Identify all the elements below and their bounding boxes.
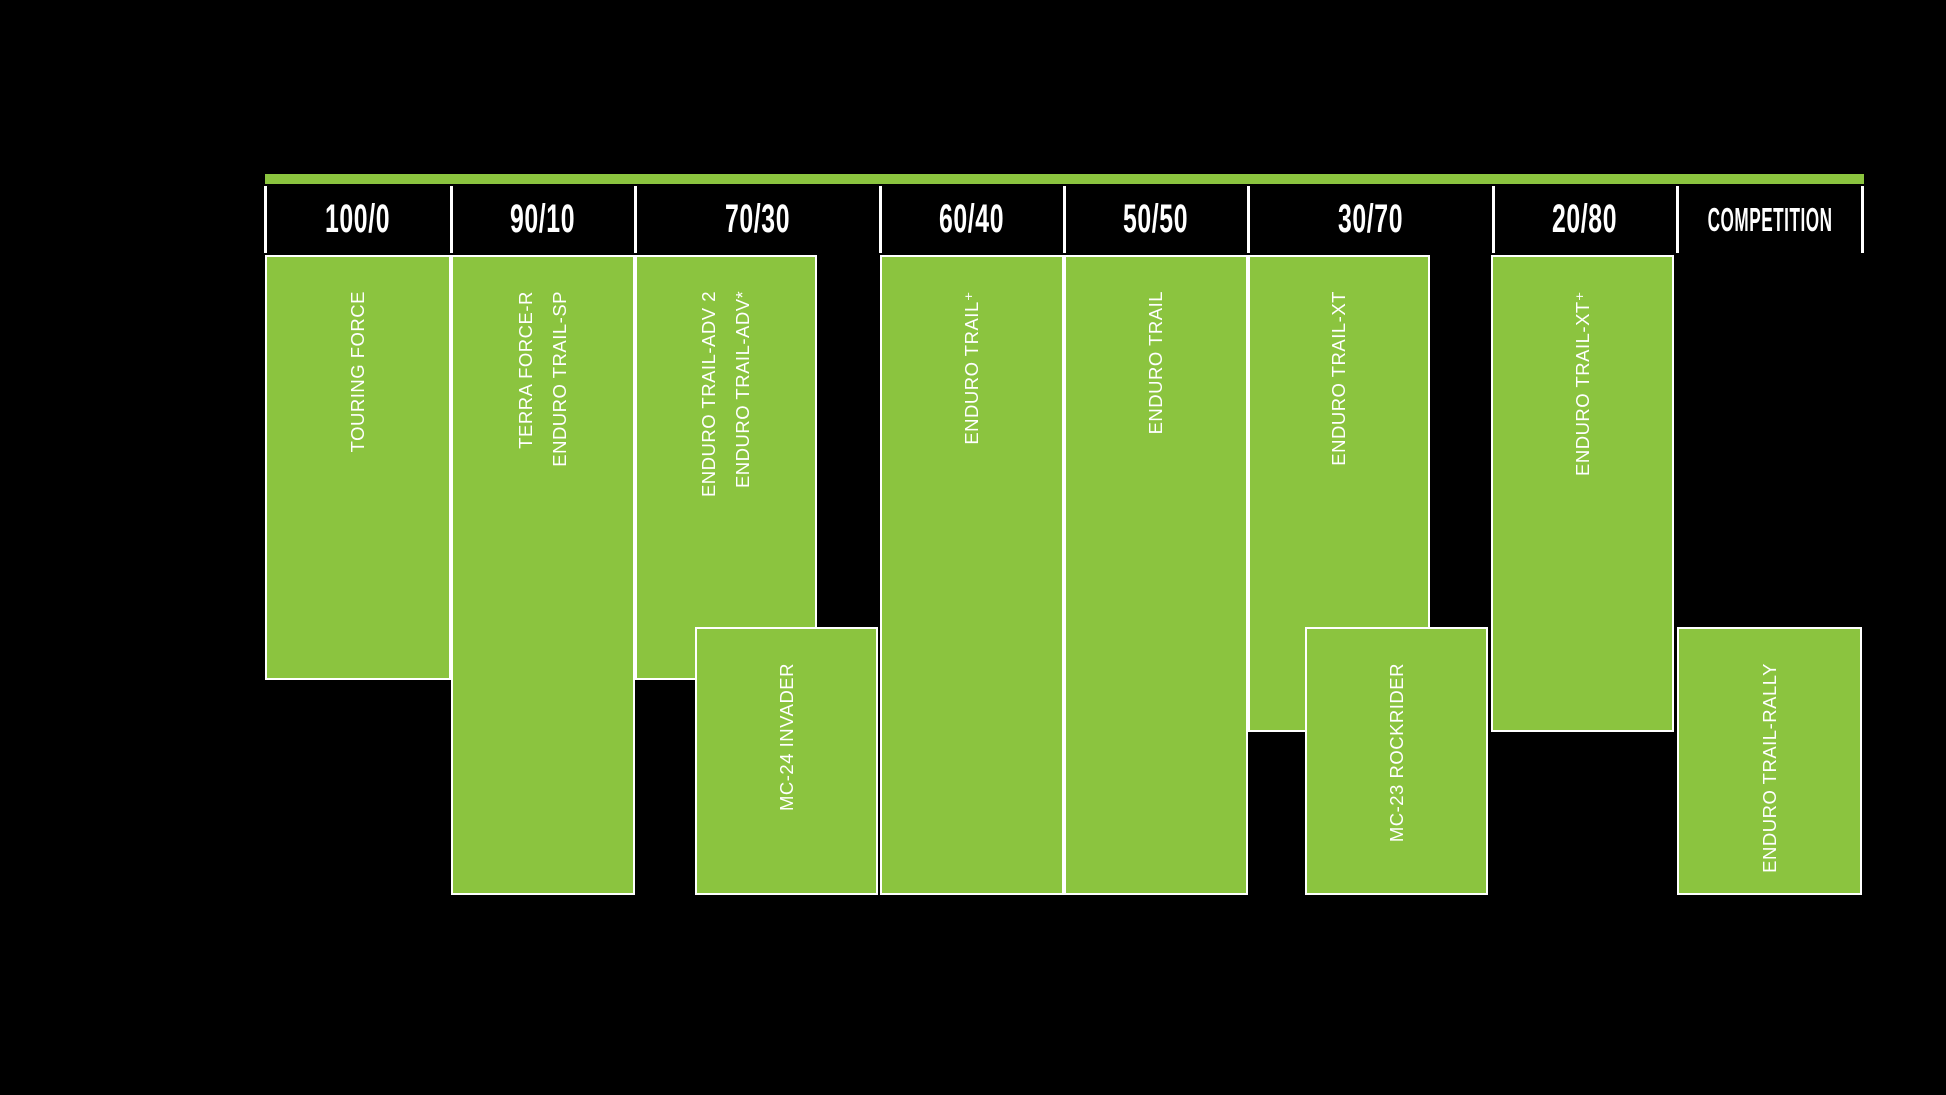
product-label: TOURING FORCE (347, 291, 368, 453)
product-block-mc-23-rockrider: MC-23 ROCKRIDER (1305, 627, 1488, 895)
column-header-label: 70/30 (724, 197, 791, 241)
product-label: ENDURO TRAIL-XT⁺ (1571, 291, 1593, 476)
column-header-20-80: 20/80 (1493, 186, 1677, 253)
product-label: ENDURO TRAIL⁺ (961, 291, 982, 445)
column-header-label: 60/40 (939, 197, 1005, 241)
product-label: MC-24 INVADER (775, 663, 797, 812)
product-block-enduro-trail: ENDURO TRAIL (1064, 255, 1248, 895)
product-block-terra-force-r-enduro-trail-sp: TERRA FORCE-R ENDURO TRAIL-SP (451, 255, 635, 895)
header-separator (449, 186, 453, 253)
column-header-30-70: 30/70 (1248, 186, 1493, 253)
column-header-label: 100/0 (325, 197, 391, 241)
product-block-enduro-trail-plus: ENDURO TRAIL⁺ (880, 255, 1064, 895)
column-header-label: COMPETITION (1708, 200, 1833, 238)
product-label: ENDURO TRAIL (1145, 291, 1166, 435)
header-separator (1675, 186, 1679, 253)
column-header-competition: COMPETITION (1677, 186, 1864, 253)
product-block-enduro-trail-rally: ENDURO TRAIL-RALLY (1677, 627, 1862, 895)
header-separator (633, 186, 637, 253)
header-separator (263, 186, 267, 253)
column-header-label: 30/70 (1337, 197, 1404, 241)
product-label: ENDURO TRAIL-RALLY (1758, 663, 1780, 873)
column-header-60-40: 60/40 (880, 186, 1064, 253)
column-header-70-30: 70/30 (635, 186, 880, 253)
column-header-100-0: 100/0 (265, 186, 451, 253)
product-label: ENDURO TRAIL-XT (1328, 291, 1349, 466)
product-block-enduro-trail-xt-plus: ENDURO TRAIL-XT⁺ (1491, 255, 1674, 732)
column-header-label: 90/10 (510, 197, 576, 241)
header-separator (1860, 186, 1864, 253)
header-separator (1491, 186, 1495, 253)
product-block-mc-24-invader: MC-24 INVADER (695, 627, 878, 895)
product-label: TERRA FORCE-R ENDURO TRAIL-SP (515, 291, 570, 467)
scale-bar (265, 174, 1864, 184)
column-header-label: 50/50 (1123, 197, 1189, 241)
product-label: MC-23 ROCKRIDER (1385, 663, 1407, 843)
column-header-label: 20/80 (1552, 197, 1618, 241)
product-block-enduro-trail-adv: ENDURO TRAIL-ADV 2 ENDURO TRAIL-ADV* (635, 255, 817, 680)
column-header-50-50: 50/50 (1064, 186, 1248, 253)
header-separator (1246, 186, 1250, 253)
product-block-touring-force: TOURING FORCE (265, 255, 451, 680)
product-label: ENDURO TRAIL-ADV 2 ENDURO TRAIL-ADV* (698, 291, 753, 498)
column-header-90-10: 90/10 (451, 186, 635, 253)
header-separator (878, 186, 882, 253)
header-separator (1062, 186, 1066, 253)
